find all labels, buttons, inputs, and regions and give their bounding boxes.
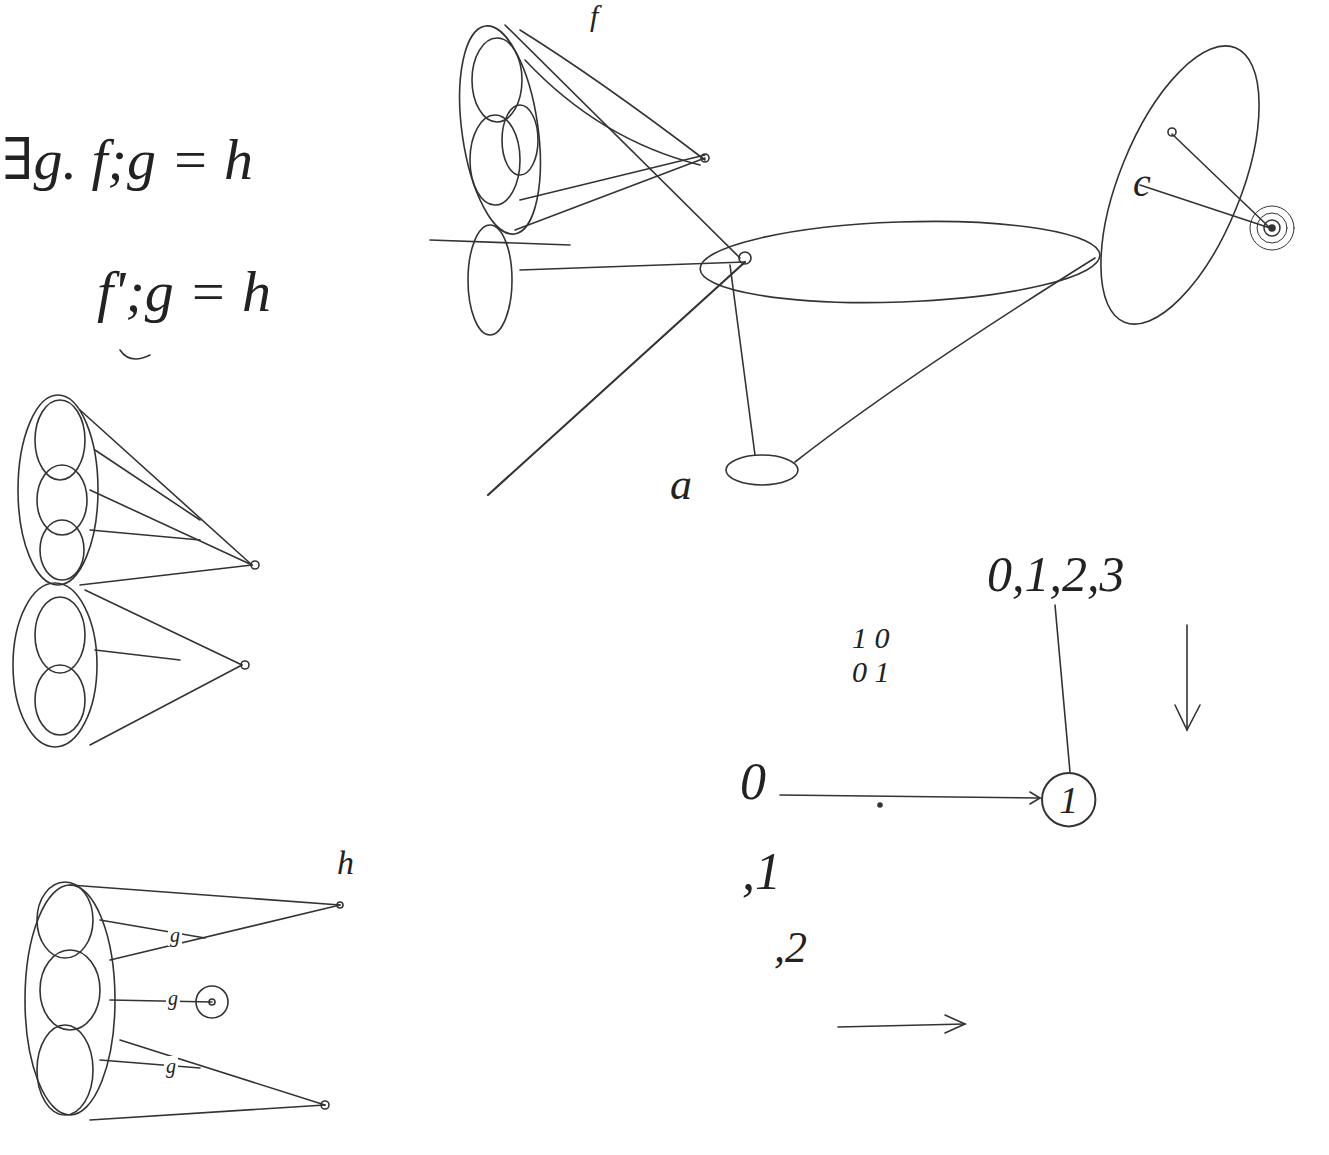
morphism-name: g bbox=[164, 1056, 178, 1077]
index-list: 0,1,2,3 bbox=[985, 548, 1127, 601]
morphism-name: h bbox=[335, 845, 356, 881]
matrix-row: 0 1 bbox=[850, 656, 892, 688]
matrix-row: 1 0 bbox=[850, 622, 892, 654]
node-label: c bbox=[1133, 163, 1151, 203]
formula: f';g = h bbox=[95, 262, 273, 323]
object-name: a bbox=[668, 462, 694, 508]
morphism-name: g bbox=[168, 925, 182, 946]
ellipse-outline bbox=[1085, 35, 1275, 335]
terminal-circle: 1 bbox=[1040, 771, 1097, 828]
morphism-name: g bbox=[166, 988, 180, 1009]
formula: ∃g. f;g = h bbox=[0, 130, 255, 191]
index: ,1 bbox=[740, 845, 783, 900]
node-label: 1 bbox=[1059, 781, 1078, 819]
index: 0 bbox=[738, 755, 768, 810]
ellipse-outline bbox=[1068, 25, 1292, 345]
index: ,2 bbox=[772, 925, 809, 971]
morphism-name: f bbox=[588, 0, 600, 32]
object-region: c bbox=[1085, 35, 1275, 335]
circle-outline bbox=[1042, 773, 1095, 826]
